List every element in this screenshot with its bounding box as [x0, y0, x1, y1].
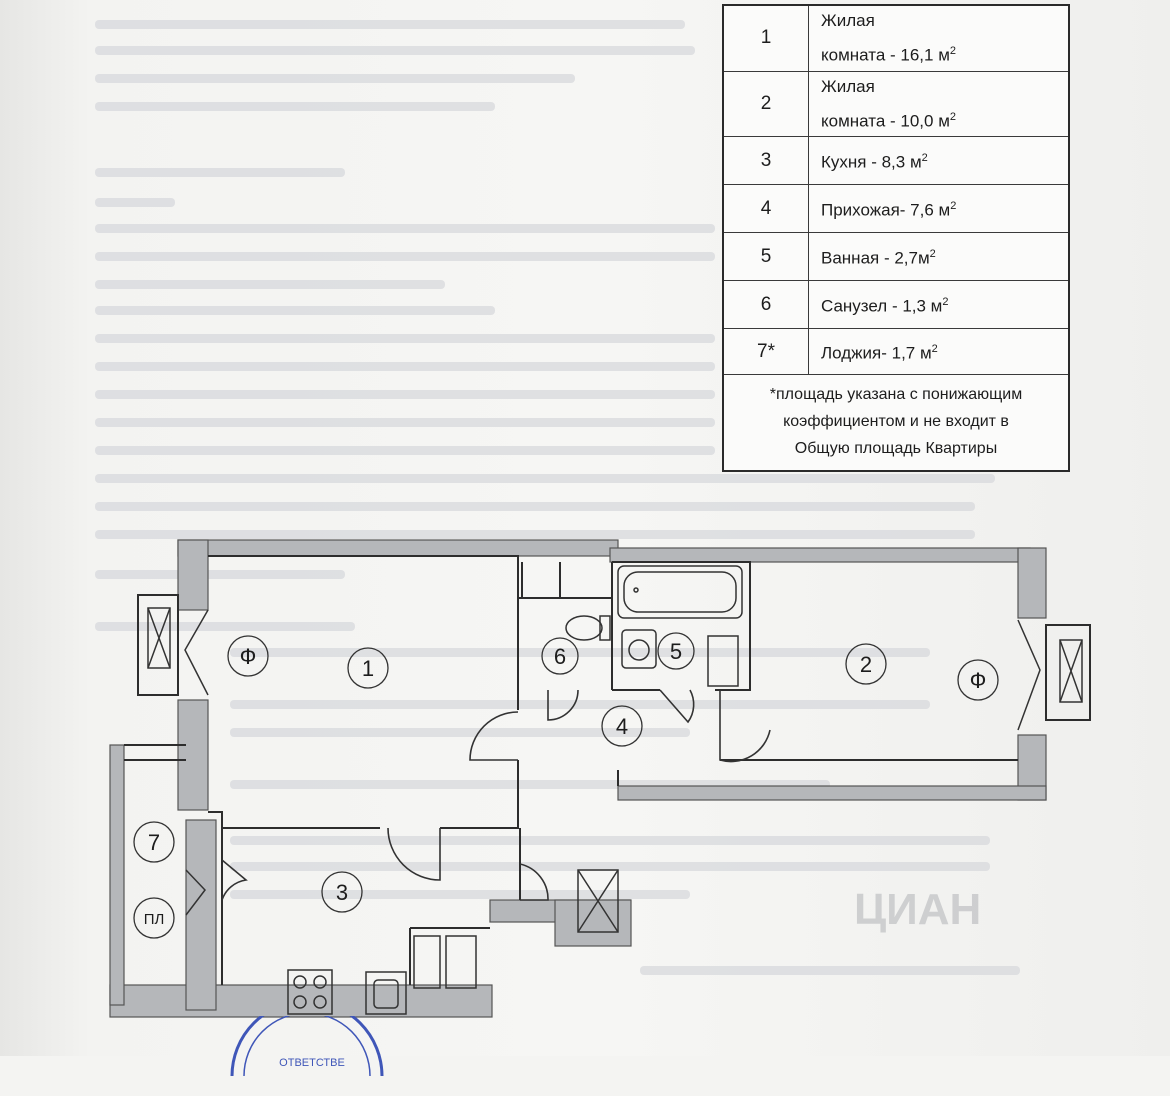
table-row: *площадь указана с понижающим коэффициен… — [722, 374, 1070, 472]
room-area-label: Ванная - 2,7м2 — [808, 232, 1070, 282]
room-area-label: Санузел - 1,3 м2 — [808, 280, 1070, 330]
room-area-label: Жилая комната - 10,0 м2 — [808, 70, 1070, 138]
balcony-door-swings — [184, 609, 1041, 916]
room-7-label: 7 — [148, 830, 160, 855]
table-row: 6 Санузел - 1,3 м2 — [722, 280, 1070, 330]
toilet — [565, 615, 611, 641]
cian-watermark: ЦИАН — [854, 885, 981, 934]
room-1-label: 1 — [362, 656, 374, 681]
ventilation-box-right — [1059, 639, 1083, 703]
table-row: 7* Лоджия- 1,7 м2 — [722, 328, 1070, 376]
watermark-text: ЦИАН — [854, 885, 981, 934]
loggia-tag: ПЛ — [144, 911, 165, 928]
kitchen-sink — [365, 971, 407, 1015]
room-number: 3 — [722, 136, 809, 186]
room-4-label: 4 — [616, 714, 628, 739]
table-row: 5 Ванная - 2,7м2 — [722, 232, 1070, 282]
washbasin — [621, 629, 739, 687]
room-number: 1 — [722, 4, 809, 72]
room-number: 6 — [722, 280, 809, 330]
table-row: 3 Кухня - 8,3 м2 — [722, 136, 1070, 186]
ventilation-box-left — [147, 607, 171, 669]
window-mark-right: Ф — [970, 668, 987, 693]
bathtub — [617, 565, 743, 619]
kitchen-cabinets — [413, 935, 477, 989]
table-row: 4 Прихожая- 7,6 м2 — [722, 184, 1070, 234]
shaft-box — [577, 869, 619, 933]
room-area-label: Жилая комната - 16,1 м2 — [808, 4, 1070, 72]
floor-plan: 1 2 3 4 5 6 7 Ф Ф ПЛ ЦИАН — [109, 539, 1091, 1018]
room-6-label: 6 — [554, 644, 566, 669]
room-2-label: 2 — [860, 652, 872, 677]
stamp-text: ОТВЕТСТВЕ — [279, 1057, 345, 1069]
room-area-label: Прихожая- 7,6 м2 — [808, 184, 1070, 234]
room-number: 7* — [722, 328, 809, 376]
kitchen-stove — [287, 969, 333, 1015]
inner-walls — [124, 555, 1091, 985]
outer-walls — [109, 539, 1047, 1018]
door-arcs — [221, 689, 771, 901]
room-areas-table: 1 Жилая комната - 16,1 м2 2 Жилая комнат… — [722, 4, 1070, 473]
table-row: 1 Жилая комната - 16,1 м2 — [722, 4, 1070, 72]
seal-stamp: ОТВЕТСТВЕ — [230, 1016, 384, 1077]
room-labels: 1 2 3 4 5 6 7 Ф Ф ПЛ — [133, 632, 999, 939]
area-footnote: *площадь указана с понижающим коэффициен… — [722, 374, 1070, 472]
window-mark-left: Ф — [240, 644, 257, 669]
room-3-label: 3 — [336, 880, 348, 905]
table-row: 2 Жилая комната - 10,0 м2 — [722, 70, 1070, 138]
room-area-label: Лоджия- 1,7 м2 — [808, 328, 1070, 376]
room-5-label: 5 — [670, 639, 682, 664]
